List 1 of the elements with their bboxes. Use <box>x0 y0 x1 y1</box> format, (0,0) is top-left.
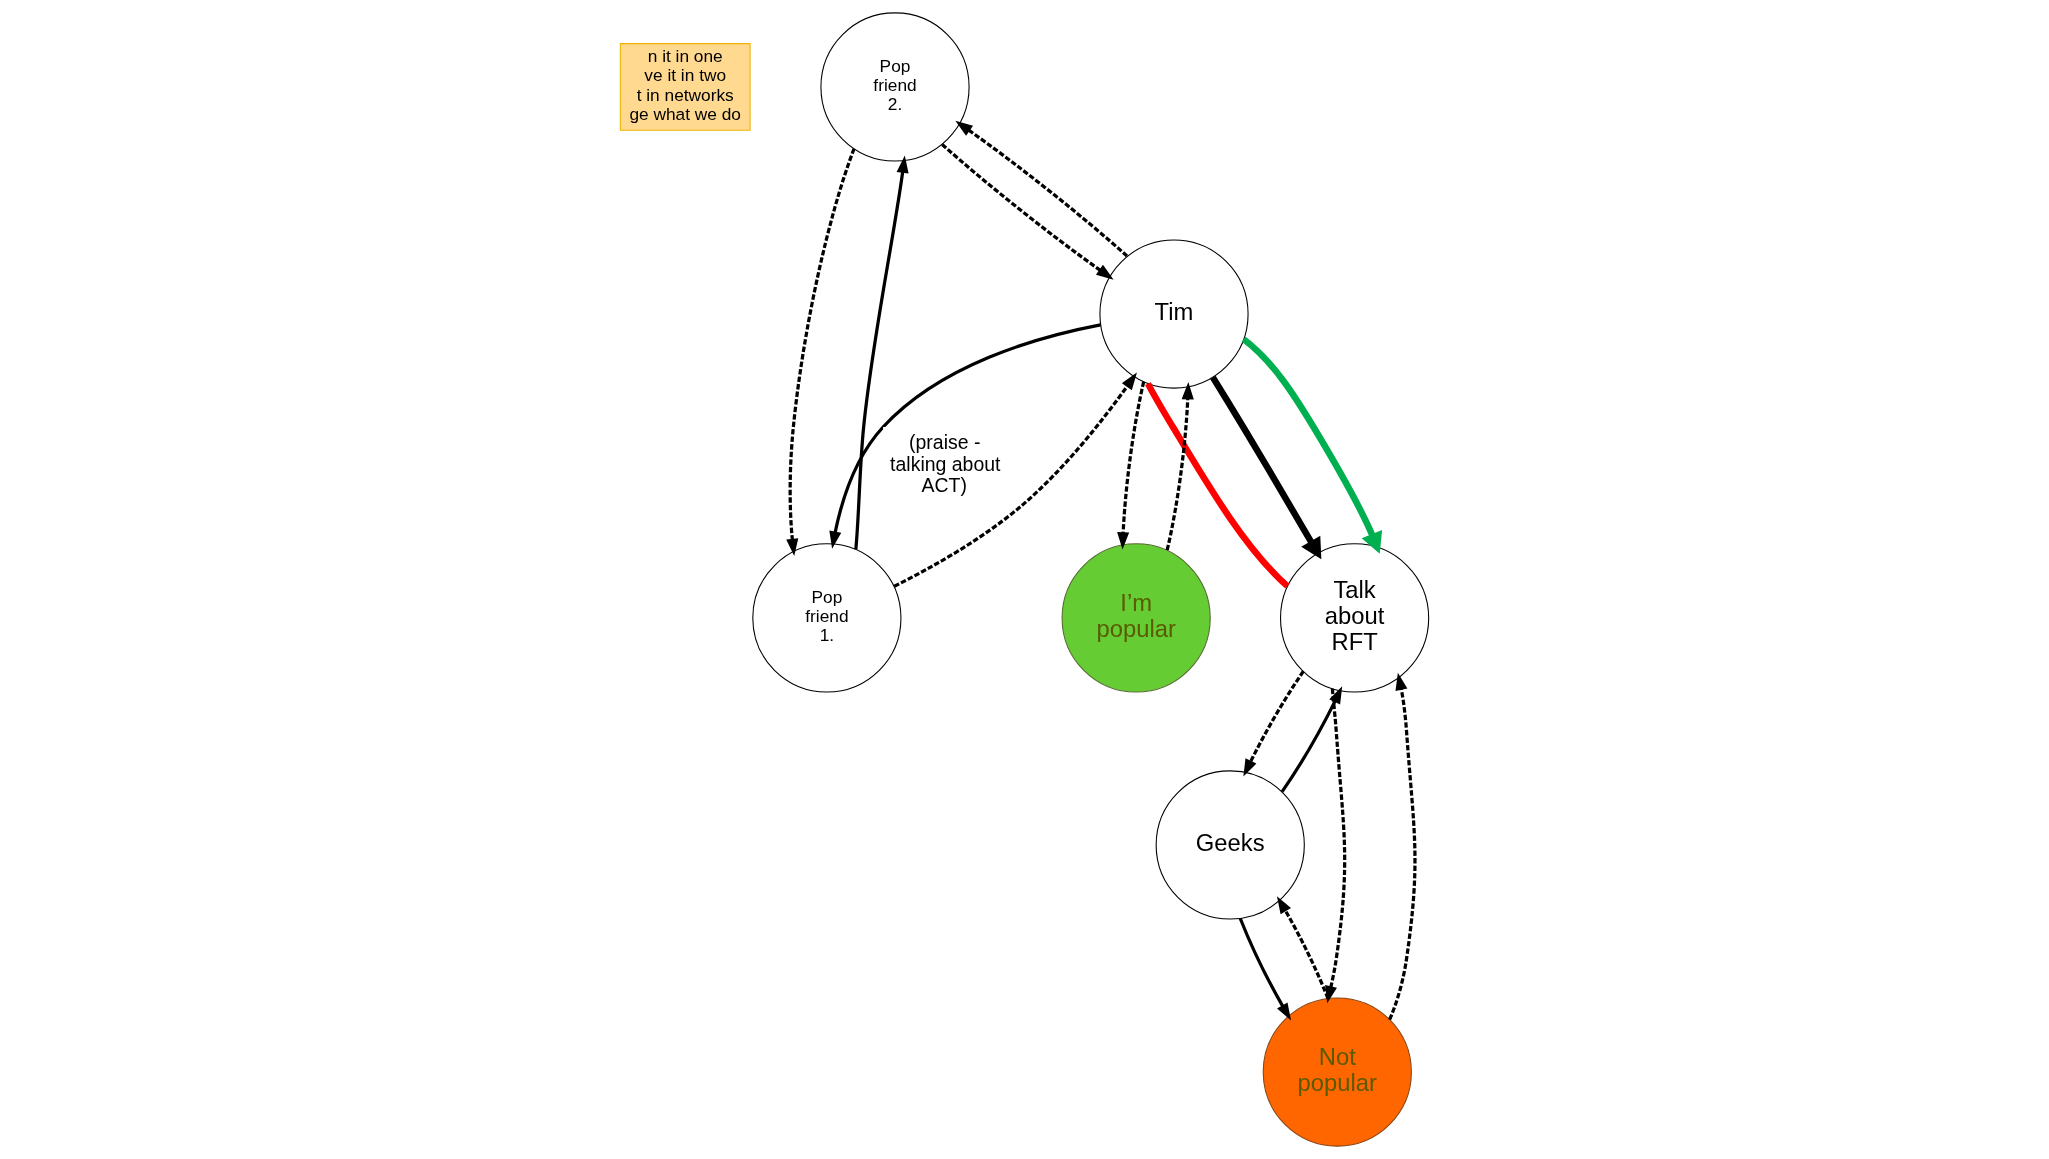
edge-label: (praise - talking about ACT) <box>890 431 1001 497</box>
